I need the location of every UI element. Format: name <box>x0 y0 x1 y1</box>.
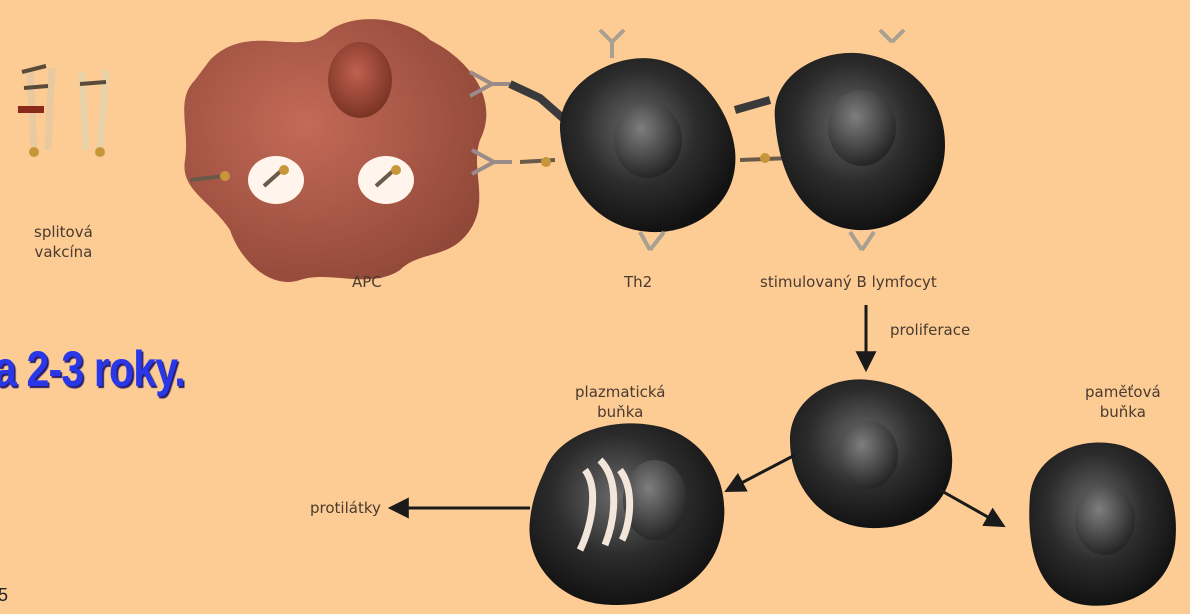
arrow-to-memory <box>940 490 1002 525</box>
arrow-to-plasma <box>728 455 795 490</box>
slide-headline: a 2-3 roky. <box>0 340 185 398</box>
apc-label: APC <box>352 272 382 292</box>
plasma-cell-label-line2: buňka <box>575 402 665 422</box>
connection-icon <box>735 100 770 110</box>
proliferation-label: proliferace <box>890 320 970 340</box>
th2-cell <box>560 30 735 250</box>
connection-icon <box>510 84 565 120</box>
dividing-b-cell <box>790 379 952 528</box>
vaccine-label-line2: vakcína <box>34 242 93 262</box>
antibodies-label: protilátky <box>310 498 381 518</box>
apc-cell <box>184 19 486 282</box>
page-number: 5 <box>0 585 8 606</box>
plasma-cell <box>529 423 724 605</box>
b-lymphocyte-cell <box>775 30 945 250</box>
split-vaccine-icon <box>18 66 106 157</box>
vaccine-label-line1: splitová <box>34 222 93 242</box>
plasma-cell-label: plazmatická buňka <box>575 382 665 422</box>
memory-cell-label: paměťová buňka <box>1085 382 1161 422</box>
vaccine-label: splitová vakcína <box>34 222 93 262</box>
memory-cell <box>1029 442 1176 605</box>
memory-cell-label-line2: buňka <box>1085 402 1161 422</box>
plasma-cell-label-line1: plazmatická <box>575 382 665 402</box>
b-cell-label: stimulovaný B lymfocyt <box>760 272 937 292</box>
th2-label: Th2 <box>624 272 652 292</box>
memory-cell-label-line1: paměťová <box>1085 382 1161 402</box>
